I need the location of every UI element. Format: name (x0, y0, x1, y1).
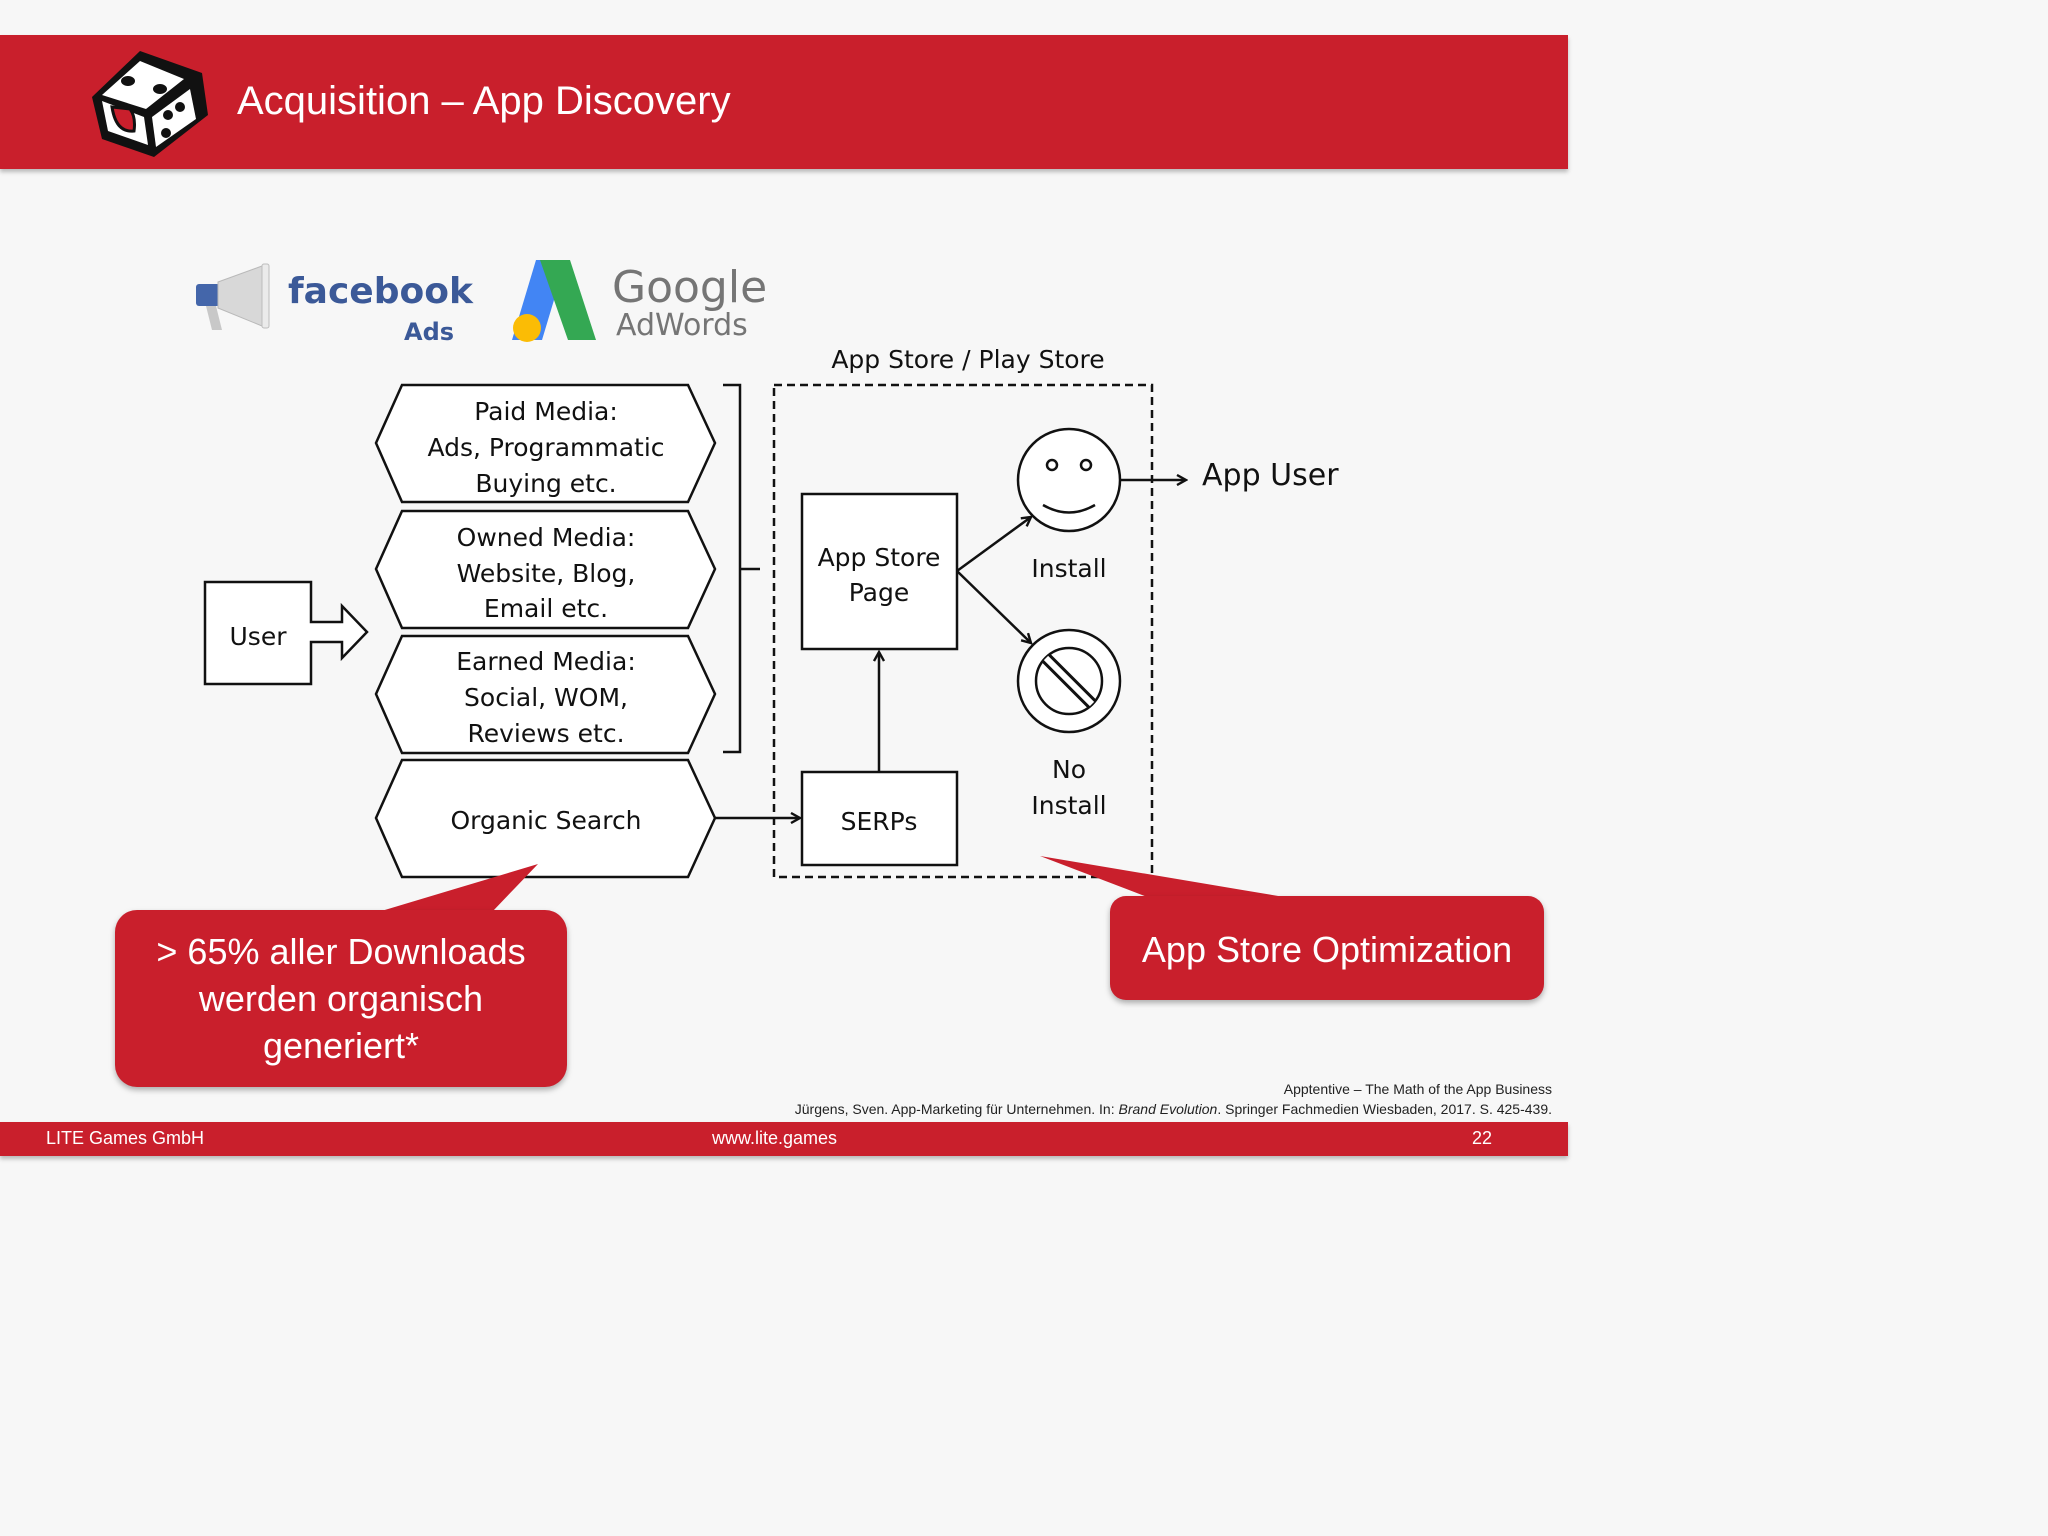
citation-text: Jürgens, Sven. App-Marketing für Unterne… (794, 1101, 1119, 1117)
callout-line: werden organisch (198, 978, 484, 1019)
citation-juergens: Jürgens, Sven. App-Marketing für Unterne… (795, 1101, 1552, 1117)
no-entry-icon (1016, 628, 1122, 734)
app-store-page-label: App Store (818, 543, 941, 572)
owned-media-line: Website, Blog, (457, 559, 636, 588)
smiley-icon (1016, 427, 1122, 533)
facebook-ads-logo: facebook Ads (196, 263, 474, 346)
footer-bar: LITE Games GmbH www.lite.games 22 (0, 1122, 1568, 1156)
organic-downloads-callout (115, 864, 567, 1087)
owned-media-title: Owned Media: (457, 523, 636, 552)
page-to-install-arrow (956, 517, 1031, 573)
callout-line: > 65% aller Downloads (156, 931, 526, 972)
app-store-page-label: Page (849, 578, 910, 607)
owned-media-box: Owned Media: Website, Blog, Email etc. (374, 509, 717, 630)
page-title: Acquisition – App Discovery (237, 79, 731, 123)
user-node: User (203, 580, 369, 686)
citation-apptentive: Apptentive – The Math of the App Busines… (1283, 1081, 1552, 1097)
footer-company: LITE Games GmbH (46, 1128, 205, 1148)
app-user-label: App User (1202, 458, 1339, 493)
google-adwords-logo: Google AdWords (512, 260, 767, 343)
aso-callout-text: App Store Optimization (1141, 929, 1513, 970)
no-install-label: Install (1031, 791, 1106, 820)
media-brace (723, 383, 760, 754)
facebook-ads-label: Ads (404, 318, 454, 346)
earned-media-box: Earned Media: Social, WOM, Reviews etc. (374, 634, 717, 755)
organic-search-box: Organic Search (374, 758, 717, 879)
callout-line: generiert* (262, 1025, 420, 1066)
adwords-wordmark: AdWords (616, 308, 748, 343)
footer-url[interactable]: www.lite.games (712, 1128, 838, 1148)
facebook-wordmark: facebook (288, 271, 474, 312)
adwords-triangle-icon (512, 260, 596, 342)
organic-downloads-text: > 65% aller Downloads werden organisch g… (118, 928, 564, 1069)
citation-text: . Springer Fachmedien Wiesbaden, 2017. S… (1217, 1101, 1552, 1117)
megaphone-icon (196, 263, 270, 330)
organic-search-label: Organic Search (450, 806, 641, 835)
citation-book-title: Brand Evolution (1118, 1101, 1218, 1117)
owned-media-line: Email etc. (484, 594, 608, 623)
serps-label: SERPs (841, 807, 918, 836)
install-label: Install (1031, 554, 1106, 583)
paid-media-line: Buying etc. (475, 469, 616, 498)
app-store-page-node: App Store Page (800, 492, 959, 651)
earned-media-line: Reviews etc. (467, 719, 624, 748)
page-number: 22 (1471, 1128, 1492, 1148)
aso-callout (1040, 856, 1544, 1000)
no-install-label: No (1052, 755, 1086, 784)
google-wordmark: Google (612, 262, 767, 313)
earned-media-line: Social, WOM, (464, 683, 628, 712)
paid-media-title: Paid Media: (474, 397, 618, 426)
header-bar: Acquisition – App Discovery (0, 35, 1568, 169)
earned-media-title: Earned Media: (456, 647, 636, 676)
paid-media-line: Ads, Programmatic (427, 433, 664, 462)
store-region-border (772, 383, 1154, 879)
page-to-no-install-arrow (956, 570, 1031, 643)
app-discovery-diagram: facebook Ads Google AdWords User Paid Me… (115, 260, 1544, 1087)
dice-logo-icon (92, 51, 208, 157)
paid-media-box: Paid Media: Ads, Programmatic Buying etc… (374, 383, 717, 504)
store-region-title: App Store / Play Store (831, 345, 1104, 374)
serps-node: SERPs (800, 770, 959, 867)
user-label: User (230, 622, 288, 651)
